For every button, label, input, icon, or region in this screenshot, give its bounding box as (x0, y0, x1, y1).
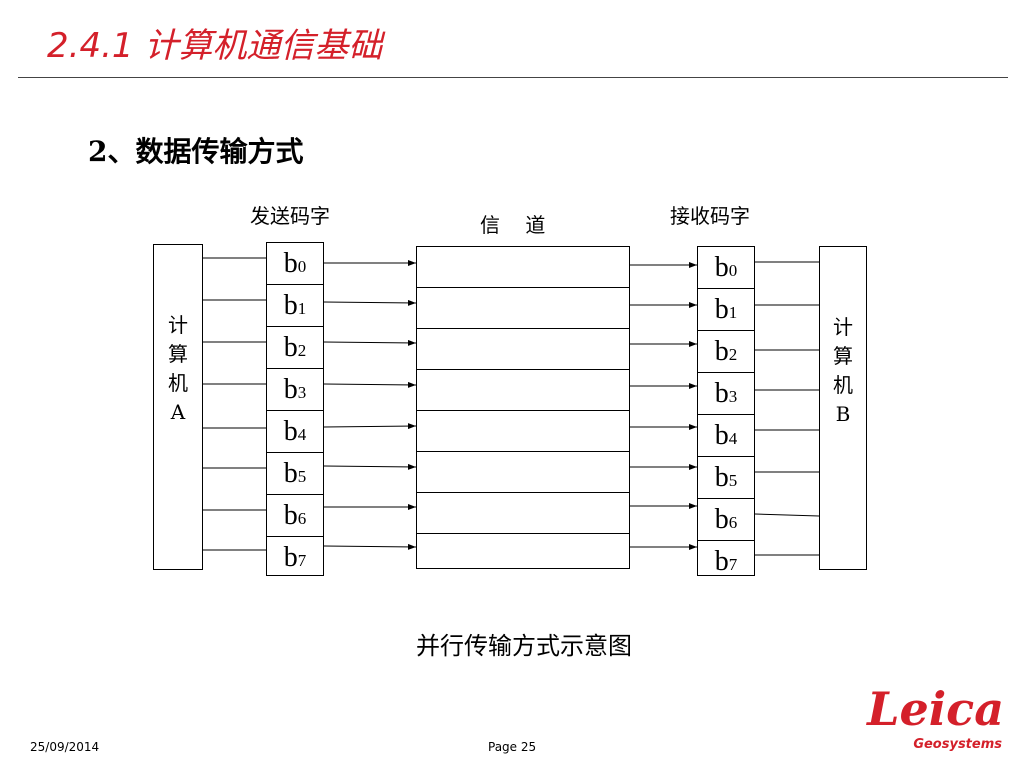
arrow-send-bit1 (323, 299, 417, 306)
footer-date: 25/09/2014 (30, 740, 100, 754)
bit-subscript: 4 (297, 424, 307, 444)
leica-logo: Leica (867, 682, 1004, 736)
computer-a-char: 计 (168, 313, 188, 337)
bit-base: b (283, 331, 298, 363)
channel-lane (417, 329, 629, 370)
bit-subscript: 6 (728, 512, 738, 532)
bit-subscript: 1 (297, 298, 307, 318)
bit-subscript: 7 (297, 551, 307, 570)
bit-subscript: 3 (297, 382, 307, 402)
wire-b-bit6 (754, 513, 820, 517)
bit-subscript: 2 (728, 344, 738, 364)
channel-lane (417, 452, 629, 493)
computer-a-char: 算 (168, 342, 188, 366)
bit-base: b (283, 542, 298, 573)
slide-title: 2.4.1 计算机通信基础 (47, 26, 383, 66)
computer-b-char: 计 (833, 315, 853, 339)
bit-base: b (714, 546, 729, 577)
bit-subscript: 1 (728, 302, 738, 322)
bit-base: b (283, 499, 298, 531)
bit-base: b (283, 457, 298, 489)
bit-subscript: 5 (728, 470, 738, 490)
bit-subscript: 2 (297, 340, 307, 360)
channel-lane (417, 411, 629, 452)
channel-box (416, 246, 630, 569)
computer-b-char: 机 (833, 373, 853, 397)
title-divider (18, 77, 1008, 78)
send-codeword-label: 发送码字 (250, 204, 330, 228)
channel-lane (417, 288, 629, 329)
computer-b-char: B (835, 402, 851, 426)
bit-subscript: 5 (297, 466, 307, 486)
diagram-caption: 并行传输方式示意图 (416, 632, 632, 660)
computer-b-box: 计 算 机 B (819, 246, 867, 570)
leica-logo-tagline: Geosystems (913, 737, 1002, 752)
computer-a-box: 计 算 机 A (153, 244, 203, 570)
bit-base: b (714, 293, 729, 325)
bit-base: b (283, 373, 298, 405)
computer-a-char: 机 (168, 371, 188, 395)
bit-subscript: 7 (728, 555, 738, 574)
bit-base: b (714, 335, 729, 367)
bit-base: b (283, 415, 298, 447)
bit-base: b (714, 461, 729, 493)
arrow-send-bit7 (323, 543, 417, 550)
bit-subscript: 0 (297, 256, 307, 276)
footer-page-number: Page 25 (488, 740, 537, 754)
arrow-send-bit3 (323, 381, 417, 388)
bit-subscript: 6 (297, 508, 307, 528)
bit-subscript: 4 (728, 428, 738, 448)
section-heading: 2、数据传输方式 (88, 135, 304, 168)
bit-subscript: 3 (728, 386, 738, 406)
bit-base: b (283, 247, 298, 279)
channel-lane (417, 247, 629, 288)
arrow-send-bit5 (323, 463, 417, 470)
receive-codeword-label: 接收码字 (670, 204, 750, 228)
arrow-send-bit4 (323, 423, 417, 430)
channel-lane (417, 493, 629, 534)
bit-base: b (714, 503, 729, 535)
bit-subscript: 0 (728, 260, 738, 280)
bit-base: b (714, 377, 729, 409)
arrow-send-bit2 (323, 339, 417, 346)
bit-base: b (714, 419, 729, 451)
channel-lane (417, 370, 629, 411)
bit-base: b (283, 289, 298, 321)
computer-a-char: A (170, 400, 186, 424)
channel-label: 信 道 (480, 213, 546, 237)
bit-base: b (714, 251, 729, 283)
computer-b-char: 算 (833, 344, 853, 368)
